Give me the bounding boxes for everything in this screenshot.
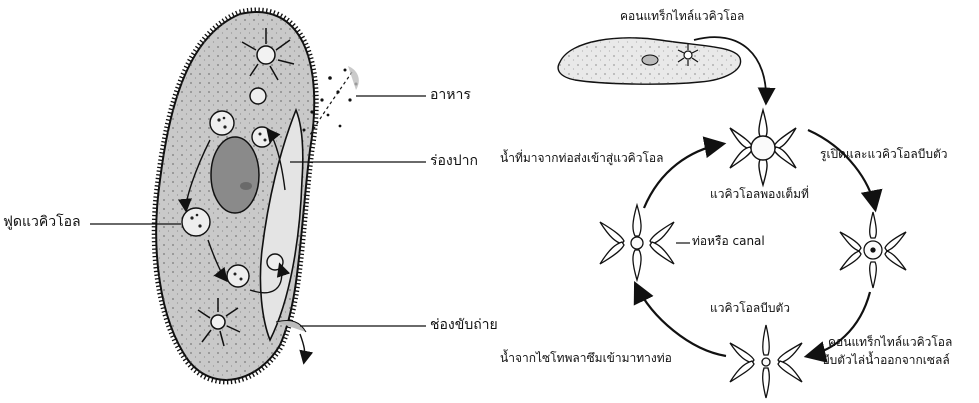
label-contractile-vacuole: คอนแทร็กไทล์แวคิวโอล <box>620 10 744 24</box>
label-opening: รูเปิดและแวคิวโอลบีบตัว <box>820 148 948 162</box>
label-squeeze-2: บีบตัวไล่น้ำออกจากเซลล์ <box>822 354 950 368</box>
label-from-cytoplasm: น้ำจากไซโทพลาซึมเข้ามาทางท่อ <box>500 352 672 366</box>
label-contracting: แวคิวโอลบีบตัว <box>710 302 790 316</box>
star-opening <box>840 212 906 288</box>
label-squeeze-1: คอนแทร็กไทล์แวคิวโอล <box>828 336 952 350</box>
macronucleus <box>211 137 259 213</box>
star-canal <box>600 205 674 280</box>
label-food: อาหาร <box>430 87 471 103</box>
label-water-in: น้ำที่มาจากท่อส่งเข้าสู่แวคิวโอล <box>500 152 663 166</box>
label-oral-groove: ร่องปาก <box>430 153 478 169</box>
star-contracted <box>730 325 802 398</box>
arc-top-to-right <box>808 130 875 208</box>
label-food-vacuole: ฟูดแวคิวโอล <box>3 214 81 230</box>
star-full-vacuole <box>730 110 796 185</box>
arc-bottom-to-left <box>636 285 726 356</box>
paramecium-figure <box>90 12 426 380</box>
label-full-vacuole: แวคิวโอลพองเต็มที่ <box>710 188 809 202</box>
label-canal: ท่อหรือ canal <box>692 235 765 249</box>
label-anal-pore: ช่องขับถ่าย <box>430 317 498 333</box>
